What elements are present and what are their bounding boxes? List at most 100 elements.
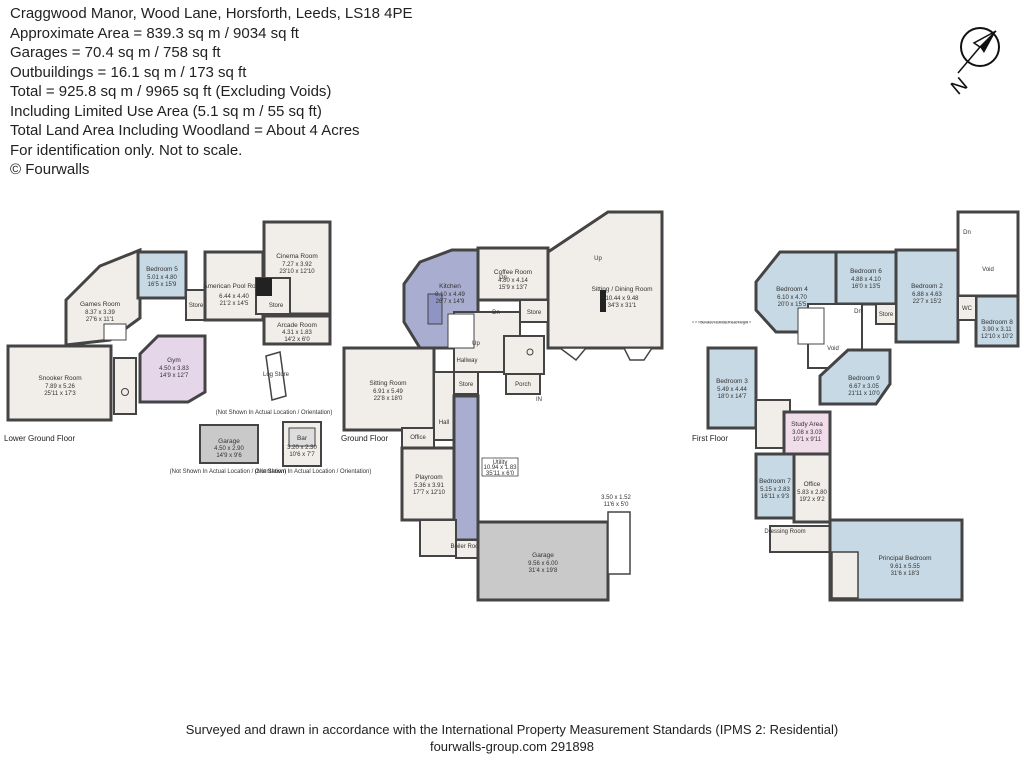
- snooker-room-imperial: 25'11 x 17'3: [44, 391, 76, 397]
- first-floor: Void Dn Bedroom 2 6.88 x 4.63 22'7 x 15'…: [692, 210, 1020, 602]
- bedroom-2-imperial: 22'7 x 15'2: [913, 299, 942, 305]
- store-lg-label: Store: [189, 303, 204, 309]
- study-area-name: Study Area: [791, 421, 823, 428]
- snooker-room-name: Snooker Room: [38, 375, 81, 382]
- principal-bedroom-dims: 9.61 x 5.55: [890, 564, 920, 570]
- disclaimer: For identification only. Not to scale.: [10, 141, 243, 159]
- bedroom-4-dims: 6.10 x 4.70: [777, 295, 807, 301]
- office-ground-label: Office: [410, 435, 426, 441]
- bedroom-7-imperial: 16'11 x 9'3: [761, 494, 790, 500]
- bedroom-2-dims: 6.88 x 4.63: [912, 292, 942, 298]
- bedroom-9-dims: 6.67 x 3.05: [849, 384, 879, 390]
- sitting-dining-room: [546, 210, 664, 350]
- bedroom-3: [706, 346, 758, 430]
- compass-needle-light: [972, 30, 997, 48]
- bedroom-6: [834, 250, 898, 306]
- coffee-room-name: Coffee Room: [494, 269, 532, 276]
- office-first-dims: 5.83 x 2.80: [797, 490, 827, 496]
- playroom-name: Playroom: [415, 474, 442, 481]
- dressing-room-label: Dressing Room: [764, 529, 805, 535]
- ensuite: [831, 551, 859, 599]
- kitchen-name: Kitchen: [439, 283, 461, 290]
- property-info: Craggwood Manor, Wood Lane, Horsforth, L…: [10, 4, 412, 180]
- american-pool-imperial: 21'2 x 14'5: [220, 301, 249, 307]
- gym: [138, 334, 207, 404]
- approx-area: Approximate Area = 839.3 sq m / 9034 sq …: [10, 24, 299, 42]
- bedroom-8-imperial: 12'10 x 10'2: [981, 334, 1014, 340]
- gym-dims: 4.50 x 3.83: [159, 366, 189, 372]
- log-store: [265, 351, 287, 401]
- office-first: [792, 452, 832, 524]
- playroom-imperial: 17'7 x 12'10: [413, 490, 446, 496]
- bedroom-8-name: Bedroom 8: [981, 319, 1013, 326]
- utility-label-box: [481, 457, 519, 477]
- arcade-room-imperial: 14'2 x 6'0: [284, 337, 310, 343]
- main-stair: [447, 313, 475, 349]
- garage-main-name: Garage: [532, 552, 554, 559]
- north-compass-icon: N: [947, 27, 1000, 99]
- study-area-imperial: 10'1 x 9'11: [793, 437, 822, 443]
- bedroom-7-name: Bedroom 7: [759, 478, 791, 485]
- dn-label-coffee: Dn: [499, 275, 507, 281]
- american-pool-dims: 6.44 x 4.40: [219, 294, 249, 300]
- up-label-hall: Up: [472, 341, 480, 347]
- dn-label-hall: Dn: [492, 310, 500, 316]
- void-top: [956, 210, 1020, 298]
- total-area: Total = 925.8 sq m / 9965 sq ft (Excludi…: [10, 83, 332, 100]
- garage-main-imperial: 31'4 x 19'8: [529, 568, 558, 574]
- lg-wc-icon: [121, 388, 129, 396]
- bedroom-5: [136, 250, 188, 300]
- cinema-room-name: Cinema Room: [276, 253, 318, 260]
- garage-annex-imperial: 11'6 x 5'0: [604, 502, 630, 508]
- sitting-dining-imperial: 34'3 x 31'1: [608, 303, 637, 309]
- kitchen-imperial: 26'7 x 14'9: [436, 299, 465, 305]
- bedroom-2-name: Bedroom 2: [911, 283, 943, 290]
- store-first-label: Store: [879, 312, 894, 318]
- copyright: © Fourwalls: [10, 161, 90, 178]
- property-address: Craggwood Manor, Wood Lane, Horsforth, L…: [10, 5, 413, 22]
- first-wc-label: WC: [962, 306, 973, 312]
- ground-wc-icon: [526, 348, 534, 356]
- void-label: Void: [827, 346, 839, 352]
- bedroom-3-imperial: 18'0 x 14'7: [718, 394, 747, 400]
- arcade-room-dims: 4.31 x 1.83: [282, 330, 312, 336]
- garage-main: [476, 520, 610, 602]
- void-top-label: Void: [982, 267, 994, 273]
- utility-dims: 10.94 x 1.83: [483, 465, 517, 471]
- arcade-room-name: Arcade Room: [277, 322, 317, 329]
- garage-main-dims: 9.56 x 6.00: [528, 561, 558, 567]
- games-room-dims: 8.37 x 3.39: [85, 310, 115, 316]
- bedroom-7: [754, 452, 796, 520]
- bedroom-9-name: Bedroom 9: [848, 375, 880, 382]
- american-pool-name: American Pool Room: [203, 283, 264, 290]
- first-stair: [797, 307, 825, 345]
- office-first-imperial: 19'2 x 9'2: [799, 497, 825, 503]
- hall-corridor: [433, 371, 455, 441]
- bedroom-5-dims: 5.01 x 4.80: [147, 275, 177, 281]
- store-cinema-label: Store: [269, 303, 284, 309]
- bay-window-right: [622, 347, 654, 361]
- principal-bedroom-name: Principal Bedroom: [878, 555, 931, 562]
- sitting-dining-dims: 10.44 x 9.48: [605, 296, 639, 302]
- garage-small-imperial: 14'9 x 9'6: [216, 453, 242, 459]
- bedroom-3-dims: 5.49 x 4.44: [717, 387, 747, 393]
- study-area: [782, 410, 832, 456]
- sitting-room-name: Sitting Room: [369, 380, 406, 387]
- bedroom-3-name: Bedroom 3: [716, 378, 748, 385]
- restricted-height-legend: Denotes restricted head height: [700, 321, 748, 325]
- garages-area: Garages = 70.4 sq m / 758 sq ft: [10, 44, 221, 61]
- coffee-room: [476, 246, 550, 302]
- bedroom-9-imperial: 21'11 x 10'0: [848, 391, 880, 397]
- lg-bathroom: [113, 357, 137, 415]
- outbuildings-area: Outbuildings = 16.1 sq m / 173 sq ft: [10, 63, 247, 81]
- bedroom-4-name: Bedroom 4: [776, 286, 808, 293]
- arcade-room: [262, 314, 332, 346]
- sitting-room-imperial: 22'8 x 18'0: [374, 396, 403, 402]
- boiler-label-1: Boiler Room: [450, 544, 483, 550]
- coffee-room-imperial: 15'9 x 13'7: [499, 285, 528, 291]
- hearth-icon: [600, 290, 606, 312]
- games-room: [64, 247, 142, 347]
- bedroom-6-imperial: 16'0 x 13'5: [852, 284, 881, 290]
- games-room-name: Games Room: [80, 301, 120, 308]
- garage-annex-dims: 3.50 x 1.52: [601, 495, 631, 501]
